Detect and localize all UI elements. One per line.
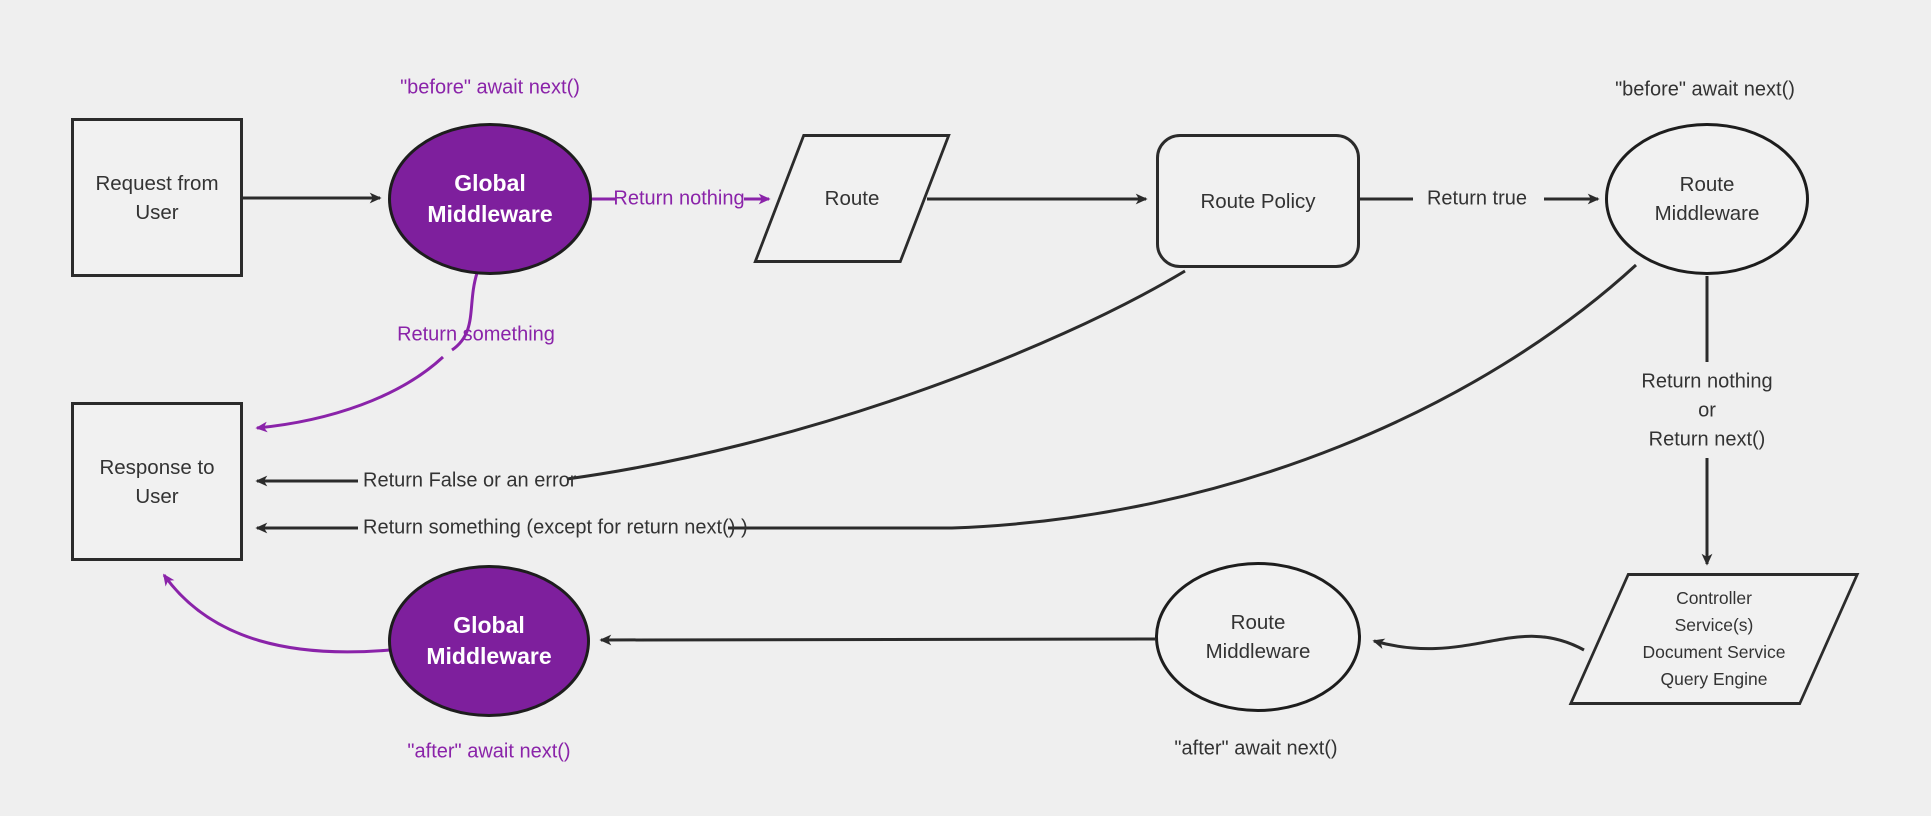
node-label: Route — [1679, 173, 1735, 196]
edge-route-policy-return-false-curve — [566, 269, 1186, 481]
node-label: Route — [824, 187, 880, 210]
label-before-await-next-global: "before" await next() — [400, 76, 580, 99]
label-before-await-next-route: "before" await next() — [1615, 78, 1795, 101]
node-response-to-user: Response to User — [71, 402, 243, 561]
edge-global-middleware-bottom-to-response — [162, 573, 391, 654]
node-label: Service(s) — [1674, 615, 1754, 635]
node-label: User — [135, 200, 179, 224]
label-line: or — [1698, 399, 1716, 422]
node-controller-services: Controller Service(s) Document Service Q… — [1568, 573, 1860, 705]
edge-route-middleware-to-global-middleware-bottom — [599, 634, 1156, 646]
node-label: Route Policy — [1200, 189, 1316, 213]
node-label: Query Engine — [1660, 669, 1768, 689]
node-label: User — [135, 484, 179, 508]
node-label: Controller — [1676, 588, 1752, 608]
node-request-from-user: Request from User — [71, 118, 243, 277]
node-global-middleware-top: Global Middleware — [388, 123, 592, 275]
node-label: Response to — [99, 455, 215, 479]
edge-route-middleware-return-something-curve — [728, 263, 1638, 530]
node-label: Middleware — [426, 643, 552, 669]
node-route-policy: Route Policy — [1156, 134, 1360, 268]
node-global-middleware-bottom: Global Middleware — [388, 565, 590, 717]
node-label: Middleware — [427, 201, 553, 227]
node-route-middleware-top: Route Middleware — [1605, 123, 1809, 275]
node-label: Middleware — [1654, 202, 1760, 225]
label-line: Return nothing — [1641, 370, 1773, 393]
label-line: Return next() — [1648, 428, 1766, 451]
edge-controller-to-route-middleware-bottom — [1372, 634, 1585, 652]
node-label: Route — [1230, 611, 1286, 634]
node-label: Global — [454, 170, 526, 196]
node-label: Middleware — [1205, 640, 1311, 663]
label-return-false-or-error: Return False or an error — [363, 469, 577, 492]
node-label: Global — [453, 612, 525, 638]
label-return-true: Return true — [1426, 187, 1528, 210]
label-return-nothing-or-next: Return nothing or Return next() — [1641, 368, 1772, 455]
node-label: Request from — [95, 171, 219, 195]
edge-return-something-to-response — [255, 355, 445, 433]
node-label: Document Service — [1642, 642, 1786, 662]
label-return-nothing: Return nothing — [613, 187, 745, 210]
label-after-await-next-global: "after" await next() — [407, 740, 571, 763]
label-return-something-except: Return something (except for return next… — [363, 516, 748, 539]
node-route-middleware-bottom: Route Middleware — [1155, 562, 1361, 712]
node-route: Route — [752, 134, 951, 263]
label-after-await-next-route: "after" await next() — [1174, 737, 1338, 760]
edge-return-something-upper-segment — [451, 272, 479, 352]
label-return-something: Return something — [397, 323, 555, 346]
